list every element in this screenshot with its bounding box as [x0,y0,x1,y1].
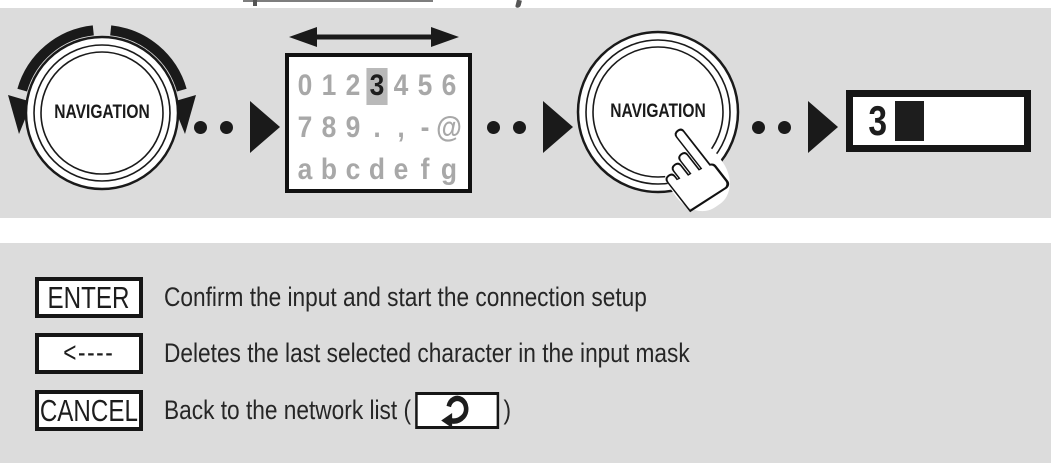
enter-key-label: ENTER [48,279,130,315]
dot-icon [487,120,500,134]
char-cell: , [397,111,405,144]
char-cell: b [320,153,338,186]
navigation-knob-rotate-icon [8,25,196,191]
cancel-description-text: ) [503,395,512,425]
triangle-arrow-icon [543,101,573,153]
dot-icon [513,120,526,134]
delete-key: <---- [35,333,143,374]
flow-arrow-icon [487,99,573,155]
cropped-text-artifact [253,0,257,6]
char-cell: 8 [321,111,337,144]
char-cell: f [420,153,430,186]
char-cell: 0 [297,69,313,102]
entered-character: 3 [868,97,888,144]
enter-description: Confirm the input and start the connecti… [164,282,739,313]
cancel-key-label: CANCEL [39,392,139,428]
dot-icon [220,120,233,134]
entry-result-display: 3 [846,90,1031,152]
key-legend-panel: ENTER Confirm the input and start the co… [0,243,1051,463]
delete-description-text: Deletes the last selected character in t… [164,338,690,368]
char-cell: g [440,153,458,186]
enter-description-text: Confirm the input and start the connecti… [164,282,647,312]
cancel-description: Back to the network list ( ) [164,392,577,429]
enter-key: ENTER [35,277,143,318]
triangle-arrow-icon [250,101,280,153]
char-cell: c [345,153,361,186]
flow-arrow-icon [194,99,280,155]
char-cell: @ [436,111,462,144]
char-cell: 9 [345,111,361,144]
flow-arrow-icon [752,99,838,155]
legend-row-cancel: CANCEL Back to the network list ( ) [35,390,577,431]
navigation-knob-label: NAVIGATION [610,101,706,122]
cursor-block-icon [895,101,925,141]
selected-char-cell: 3 [366,67,388,105]
char-cell: - [420,111,430,144]
char-cell: 6 [441,69,457,102]
triangle-arrow-icon [808,101,838,153]
dot-icon [778,120,791,134]
dot-icon [194,120,207,134]
char-cell: 1 [321,69,337,102]
char-cell: . [373,111,381,144]
navigation-knob-label: NAVIGATION [54,102,150,123]
char-cell: 5 [417,69,433,102]
delete-key-label: <---- [63,337,115,369]
delete-description: Deletes the last selected character in t… [164,338,790,369]
return-arrow-icon [441,395,469,427]
back-key [415,392,500,429]
double-headed-arrow-icon [289,27,459,47]
cropped-text-artifact [243,0,433,2]
cancel-description-text: Back to the network list ( [164,395,412,425]
char-cell: e [393,153,409,186]
legend-row-enter: ENTER Confirm the input and start the co… [35,277,739,318]
char-cell: 7 [297,111,313,144]
char-cell: 4 [393,69,409,102]
legend-row-delete: <---- Deletes the last selected characte… [35,333,790,374]
char-cell: d [368,153,386,186]
cancel-key: CANCEL [35,390,143,431]
char-cell: a [297,153,313,186]
dot-icon [752,120,765,134]
char-cell: 2 [345,69,361,102]
